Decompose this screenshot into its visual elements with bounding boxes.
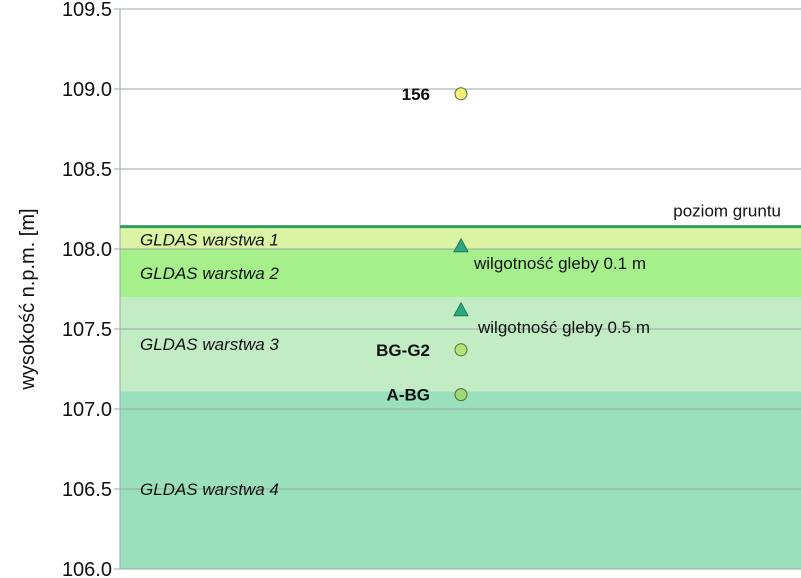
y-tick-label: 109.5	[62, 0, 112, 21]
y-tick-label: 108.0	[62, 239, 112, 261]
layer-labels: GLDAS warstwa 1 GLDAS warstwa 2 GLDAS wars…	[140, 231, 279, 499]
y-tick-label: 108.5	[62, 159, 112, 181]
point-label-1: 156	[402, 85, 430, 104]
y-axis-title: wysokość n.p.m. [m]	[17, 208, 39, 390]
ground-level: poziom gruntu	[120, 202, 801, 229]
y-tick-label: 107.5	[62, 319, 112, 341]
layer-label-1: GLDAS warstwa 1	[140, 231, 279, 250]
layer-band-4	[120, 391, 801, 569]
layer-band-1	[120, 226, 801, 249]
point-label-2: BG-G2	[376, 341, 430, 360]
point-label-5: wilgotność gleby 0.5 m	[477, 318, 650, 337]
point-label-4: wilgotność gleby 0.1 m	[473, 254, 646, 273]
layer-label-2: GLDAS warstwa 2	[140, 264, 279, 283]
layer-label-3: GLDAS warstwa 3	[140, 335, 279, 354]
y-tick-labels: 106.0 106.5 107.0 107.5 108.0 108.5 109.0 109.5	[62, 0, 112, 578]
layer-band-2	[120, 249, 801, 297]
layer-label-4: GLDAS warstwa 4	[140, 480, 279, 499]
point-marker-1	[454, 87, 468, 101]
y-tick-label: 106.0	[62, 559, 112, 578]
y-tick-label: 109.0	[62, 79, 112, 101]
point-marker-2	[454, 343, 468, 357]
point-marker-3	[454, 388, 468, 402]
point-label-3: A-BG	[387, 386, 430, 405]
y-tick-label: 107.0	[62, 399, 112, 421]
ground-level-label: poziom gruntu	[673, 202, 781, 221]
triangle-marker-5	[453, 301, 469, 317]
y-tick-label: 106.5	[62, 479, 112, 501]
gridlines	[114, 8, 801, 570]
triangle-marker-4	[453, 237, 469, 253]
